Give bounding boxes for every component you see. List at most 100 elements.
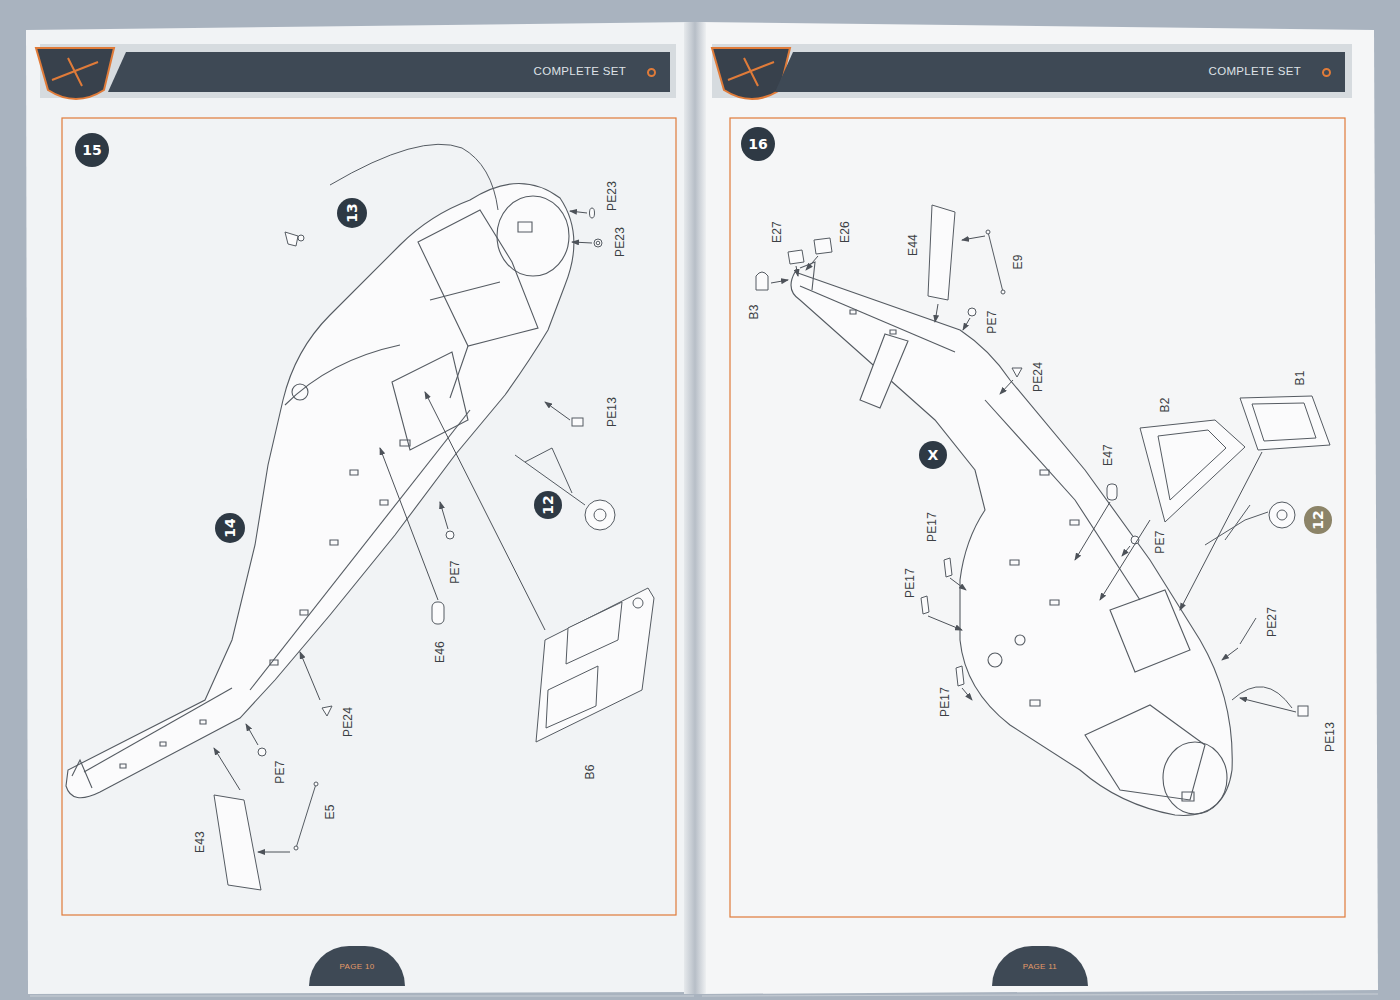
- part-number: E47: [1102, 444, 1114, 466]
- part-number: E26: [839, 221, 851, 243]
- step-circle: 16: [741, 127, 775, 161]
- leader-arrow: [214, 211, 592, 852]
- helicopter-fuselage: [988, 653, 1002, 667]
- kit-part: [298, 235, 304, 241]
- kit-part: [1298, 706, 1308, 716]
- leader-arrow: [771, 236, 1296, 712]
- brand-logo: [728, 58, 774, 86]
- helicopter-fuselage: [800, 262, 815, 290]
- part-number: PE13: [1324, 722, 1336, 752]
- part-number: PE17: [904, 568, 916, 598]
- helicopter-fuselage: [791, 272, 1232, 815]
- callout-circle: 12: [1304, 506, 1331, 533]
- leader-arrow: [572, 242, 592, 243]
- kit-part: [322, 706, 332, 716]
- kit-part: [928, 205, 955, 300]
- kit-part: [1012, 368, 1022, 377]
- kit-part: [1140, 420, 1245, 522]
- leader-arrow: [928, 616, 962, 630]
- leader-arrow: [962, 236, 985, 240]
- helicopter-fuselage: [418, 210, 538, 346]
- helicopter-fuselage: [518, 222, 532, 232]
- kit-part: [756, 205, 1330, 716]
- helicopter-fuselage: [292, 384, 308, 400]
- helicopter-fuselage: [791, 262, 1232, 815]
- kit-part: [285, 232, 298, 246]
- part-number: PE17: [926, 512, 938, 542]
- helicopter-fuselage: [66, 183, 574, 797]
- header-text: COMPLETE SET: [1209, 66, 1301, 78]
- part-number: PE7: [449, 560, 461, 583]
- part-number: PE24: [342, 707, 354, 737]
- part-number: PE27: [1266, 607, 1278, 637]
- part-number: PE7: [274, 760, 286, 783]
- kit-part: [633, 598, 643, 608]
- leader-arrow: [380, 448, 438, 600]
- helicopter-fuselage: [430, 282, 500, 398]
- kit-part: [814, 238, 832, 254]
- part-number: PE7: [1154, 530, 1166, 553]
- kit-part: [1277, 510, 1287, 520]
- kit-part: [214, 795, 261, 890]
- page-number: PAGE 10: [340, 963, 375, 971]
- booklet-page: [700, 22, 1378, 994]
- kit-part: [1001, 290, 1005, 294]
- kit-part: [258, 748, 266, 756]
- kit-part: [988, 232, 1003, 292]
- kit-part: [1107, 484, 1117, 500]
- helicopter-fuselage: [850, 310, 1079, 706]
- kit-part: [1252, 403, 1316, 441]
- leader-arrow: [1122, 546, 1130, 556]
- part-number: E46: [434, 641, 446, 663]
- page-frame: [730, 118, 1345, 917]
- kit-part: [756, 272, 768, 290]
- callout-circle: 14: [215, 513, 245, 543]
- kit-part: [296, 784, 316, 848]
- kit-part: [921, 596, 929, 614]
- part-number: PE13: [606, 397, 618, 427]
- leader-arrow: [300, 652, 320, 700]
- part-number: B3: [748, 304, 760, 319]
- part-number: PE23: [614, 227, 626, 257]
- page-edges: [30, 994, 1378, 996]
- part-number: E44: [907, 234, 919, 256]
- callout-number: 12: [541, 495, 555, 514]
- page-tab: PAGE 11: [992, 946, 1088, 986]
- kit-part: [594, 509, 606, 521]
- helicopter-fuselage: [285, 345, 400, 405]
- leader-arrow: [962, 688, 972, 700]
- helicopter-fuselage: [497, 196, 569, 276]
- leader-arrow: [1100, 520, 1150, 600]
- page-spine: [684, 22, 706, 994]
- kit-part: [968, 308, 976, 316]
- helicopter-fuselage: [1015, 635, 1025, 645]
- part-number: PE7: [986, 310, 998, 333]
- leader-arrow: [963, 318, 970, 330]
- part-number: B1: [1294, 370, 1306, 385]
- helicopter-fuselage: [1163, 742, 1227, 814]
- leader-arrow: [258, 852, 290, 853]
- booklet-page: [26, 22, 694, 994]
- kit-part: [944, 558, 952, 577]
- part-number: PE17: [939, 687, 951, 717]
- leader-arrow: [570, 211, 587, 213]
- brand-logo: [36, 48, 114, 99]
- kit-part: [956, 666, 964, 686]
- part-number: PE23: [606, 181, 618, 211]
- kit-part: [788, 250, 804, 264]
- kit-part: [432, 602, 444, 624]
- leader-arrow: [1222, 648, 1238, 660]
- kit-part: [986, 230, 990, 234]
- kit-part: [446, 531, 454, 539]
- leader-arrow: [440, 502, 448, 529]
- kit-part: [590, 208, 595, 218]
- kit-part: [594, 239, 602, 247]
- part-number: E27: [771, 221, 783, 243]
- header-strip: [40, 44, 676, 98]
- leader-arrow: [425, 392, 545, 630]
- kit-part: [214, 144, 654, 890]
- kit-part: [1240, 618, 1256, 644]
- leader-arrow: [935, 304, 938, 322]
- leader-arrow: [1240, 698, 1296, 712]
